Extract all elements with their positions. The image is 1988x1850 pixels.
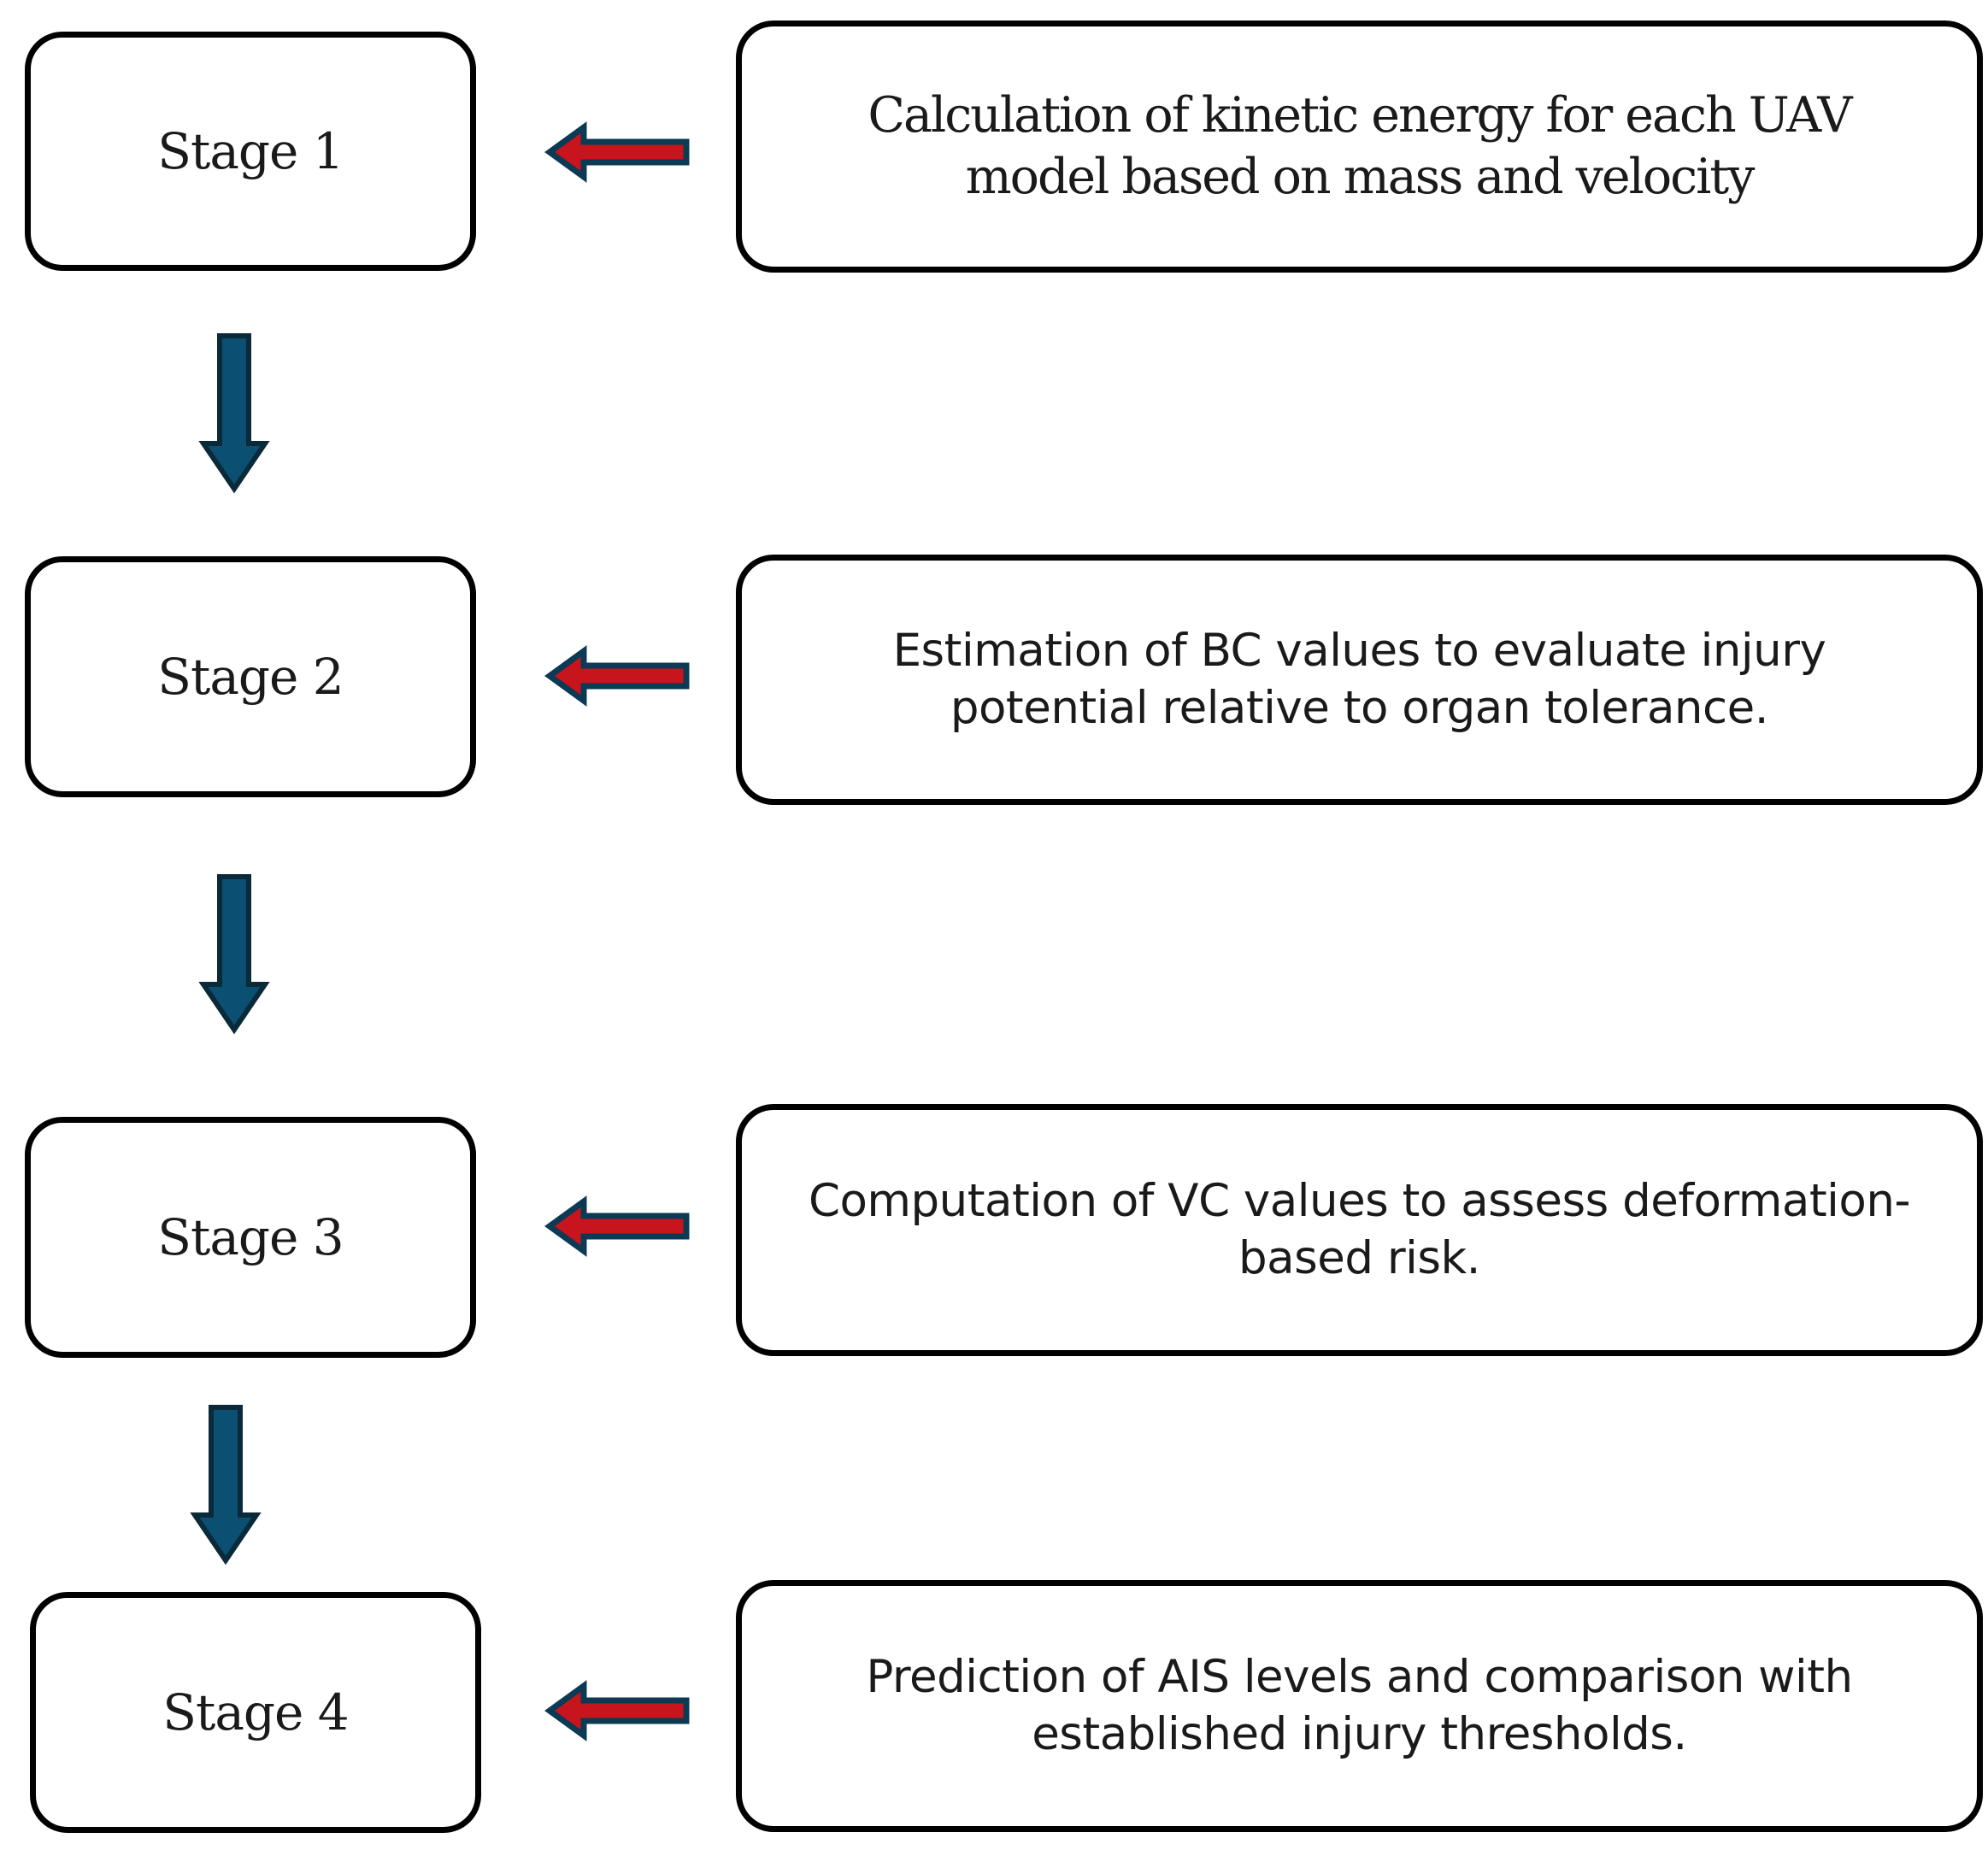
stage-1-box: Stage 1 xyxy=(25,32,476,271)
stage-2-description: Estimation of BC values to evaluate inju… xyxy=(892,625,1826,734)
left-arrow-icon xyxy=(544,1680,690,1741)
stage-4-box: Stage 4 xyxy=(30,1592,481,1833)
left-arrow-icon xyxy=(544,121,690,183)
stage-4-description-box: Prediction of AIS levels and comparison … xyxy=(736,1580,1983,1832)
stage-1-description-box: Calculation of kinetic energy for each U… xyxy=(736,21,1983,273)
stage-3-box: Stage 3 xyxy=(25,1117,476,1358)
stage-1-label: Stage 1 xyxy=(157,122,344,180)
stage-4-description: Prediction of AIS levels and comparison … xyxy=(866,1651,1853,1760)
down-arrow-icon xyxy=(198,333,270,494)
stage-2-label: Stage 2 xyxy=(157,648,344,706)
left-arrow-icon xyxy=(544,645,690,707)
left-arrow-icon xyxy=(544,1195,690,1257)
stage-2-box: Stage 2 xyxy=(25,556,476,797)
stage-4-label: Stage 4 xyxy=(162,1683,349,1741)
stage-3-label: Stage 3 xyxy=(157,1208,344,1266)
stage-3-description-box: Computation of VC values to assess defor… xyxy=(736,1104,1983,1356)
stage-3-description: Computation of VC values to assess defor… xyxy=(808,1175,1911,1284)
stage-1-description: Calculation of kinetic energy for each U… xyxy=(868,87,1852,205)
down-arrow-icon xyxy=(190,1405,262,1565)
stage-2-description-box: Estimation of BC values to evaluate inju… xyxy=(736,555,1983,805)
down-arrow-icon xyxy=(198,874,270,1035)
